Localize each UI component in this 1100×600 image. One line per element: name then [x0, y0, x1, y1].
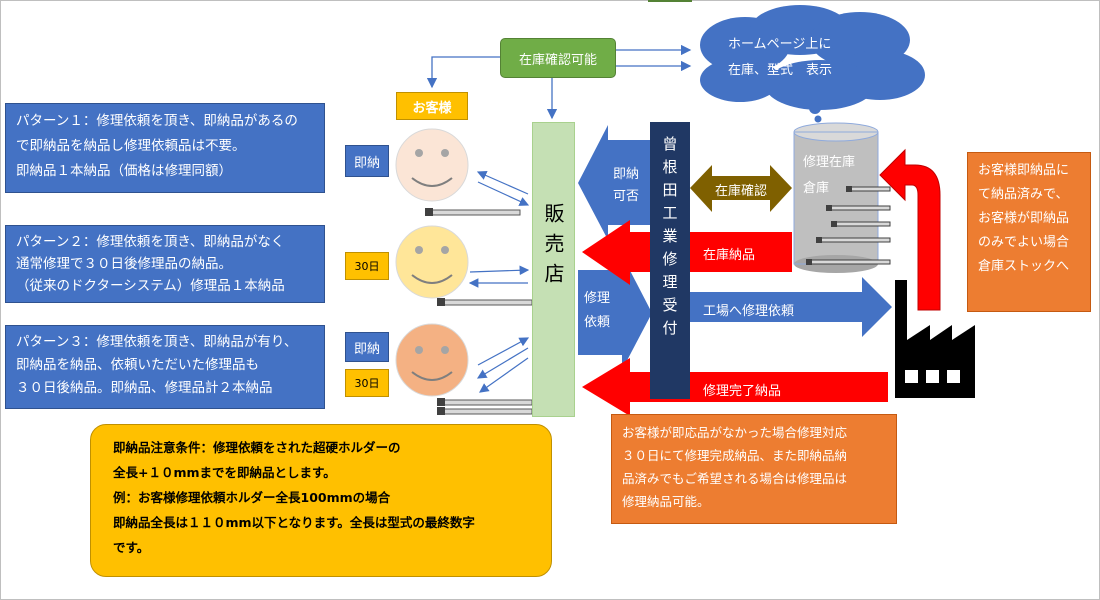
pattern-1-box: パターン１：修理依頼を頂き、即納品があるの で即納品を納品し修理依頼品は不要。 … — [5, 103, 325, 193]
warehouse-label: 修理在庫 倉庫 — [803, 150, 855, 202]
bottom-note-line-1: お客様が即応品がなかった場合修理対応 — [622, 425, 848, 440]
instant-badge-3: 即納 — [345, 332, 389, 362]
factory-reception-label: 曾根田工業修理受付 — [660, 136, 679, 343]
customer-face-3 — [395, 323, 469, 397]
customer-label-text: お客様 — [412, 100, 452, 116]
right-note-line-4: のみでよい場合 — [978, 235, 1070, 250]
top-accent — [648, 0, 692, 2]
face3-to-shop — [477, 337, 530, 366]
pattern-3-box: パターン３：修理依頼を頂き、即納品が有り、 即納品を納品、依頼いただいた修理品も… — [5, 325, 325, 409]
stock-confirm-arrow — [690, 165, 792, 212]
right-note-line-2: て納品済みで、 — [978, 187, 1069, 202]
right-note-line-3: お客様が即納品 — [978, 211, 1070, 226]
instant-ok-line-1: 即納 — [612, 167, 639, 182]
shop-to-face3-b — [479, 357, 529, 393]
instant-ok-label: 即納 可否 — [604, 164, 648, 208]
days30-badge-2-text: 30日 — [354, 260, 380, 273]
cloud-text-line-2: 在庫、型式 表示 — [728, 63, 833, 78]
factory-icon — [895, 280, 975, 398]
pattern-3-line-3: ３０日後納品。即納品、修理品計２本納品 — [16, 380, 273, 396]
instant-badge-1-text: 即納 — [353, 155, 380, 171]
stock-delivery-text: 在庫納品 — [703, 248, 756, 263]
stock-check-box: 在庫確認可能 — [500, 38, 616, 78]
note-line-2: 全長+１０mmまでを即納品とします。 — [113, 465, 336, 480]
note-line-4: 即納品全長は１１０mm以下となります。全長は型式の最終数字 — [113, 515, 475, 530]
cloud-shape — [700, 5, 925, 123]
customer-label: お客様 — [396, 92, 468, 120]
instant-check-arrow — [578, 125, 654, 240]
bottom-note-line-4: 修理納品可能。 — [622, 494, 710, 509]
factory-request-text: 工場へ修理依頼 — [703, 304, 795, 319]
repair-request-line-1: 修理 — [584, 291, 611, 306]
shop-column: 販売店 — [532, 122, 575, 417]
stock-delivery-label: 在庫納品 — [703, 244, 755, 263]
pattern-2-box: パターン２：修理依頼を頂き、即納品がなく 通常修理で３０日後修理品の納品。 （従… — [5, 225, 325, 303]
tool-holder-3a — [437, 398, 533, 406]
tool-holder-1 — [425, 208, 521, 216]
note-line-3: 例：お客様修理依頼ホルダー全長100mmの場合 — [113, 490, 391, 505]
instant-ok-line-2: 可否 — [612, 189, 639, 204]
face2-to-shop — [469, 265, 530, 276]
pattern-1-line-2: で即納品を納品し修理依頼品は不要。 — [16, 138, 246, 154]
cloud-text: ホームページ上に 在庫、型式 表示 — [728, 32, 878, 84]
warehouse-tools — [806, 186, 891, 265]
return-to-warehouse-arrow — [879, 148, 941, 311]
repair-request-line-2: 依頼 — [584, 315, 611, 330]
shop-to-face1 — [476, 170, 529, 195]
bottom-note-line-3: 品済みでもご希望される場合は修理品は — [622, 471, 848, 486]
warehouse-line-1: 修理在庫 — [803, 155, 856, 170]
note-line-5: です。 — [113, 540, 150, 555]
factory-request-label: 工場へ修理依頼 — [703, 300, 794, 319]
bottom-note-box: お客様が即応品がなかった場合修理対応 ３０日にて修理完成納品、また即納品納 品済… — [611, 414, 897, 524]
warehouse-line-2: 倉庫 — [803, 181, 830, 196]
shop-to-face3-a — [476, 347, 529, 379]
pattern-1-line-3: 即納品１本納品（価格は修理同額） — [16, 163, 232, 179]
tool-holder-3b — [437, 407, 533, 415]
stock-confirm-text: 在庫確認 — [714, 184, 767, 199]
right-note-line-5: 倉庫ストックへ — [978, 259, 1070, 274]
repair-request-label: 修理 依頼 — [584, 287, 624, 335]
right-note-box: お客様即納品に て納品済みで、 お客様が即納品 のみでよい場合 倉庫ストックへ — [967, 152, 1091, 312]
factory-reception-column: 曾根田工業修理受付 — [650, 122, 690, 399]
right-note-line-1: お客様即納品に — [978, 163, 1070, 178]
pattern-3-line-1: パターン３：修理依頼を頂き、即納品が有り、 — [16, 334, 298, 350]
face1-to-shop — [477, 181, 530, 206]
instant-badge-1: 即納 — [345, 145, 389, 177]
stock-confirm-label: 在庫確認 — [711, 180, 771, 199]
shop-label: 販売店 — [541, 203, 565, 293]
days30-badge-3-text: 30日 — [354, 377, 380, 390]
note-line-1: 即納品注意条件：修理依頼をされた超硬ホルダーの — [113, 440, 401, 455]
repair-request-arrow — [578, 255, 652, 370]
pattern-2-line-1: パターン２：修理依頼を頂き、即納品がなく — [16, 234, 285, 250]
tool-holder-2 — [437, 298, 533, 306]
connector-to-customer — [426, 56, 500, 89]
repair-complete-text: 修理完了納品 — [703, 384, 782, 399]
note-box: 即納品注意条件：修理依頼をされた超硬ホルダーの 全長+１０mmまでを即納品としま… — [90, 424, 552, 577]
customer-face-1 — [395, 128, 469, 202]
customer-face-2 — [395, 225, 469, 299]
cloud-text-line-1: ホームページ上に — [728, 37, 832, 52]
bottom-note-line-2: ３０日にて修理完成納品、また即納品納 — [622, 448, 848, 463]
pattern-2-line-2: 通常修理で３０日後修理品の納品。 — [16, 256, 232, 272]
pattern-3-line-2: 即納品を納品、依頼いただいた修理品も — [16, 357, 259, 373]
stock-check-label: 在庫確認可能 — [518, 52, 597, 68]
instant-badge-3-text: 即納 — [353, 341, 380, 357]
repair-complete-label: 修理完了納品 — [703, 380, 781, 399]
factory-request-arrow — [690, 277, 892, 337]
pattern-2-line-3: （従来のドクターシステム）修理品１本納品 — [16, 278, 285, 294]
pattern-1-line-1: パターン１：修理依頼を頂き、即納品があるの — [16, 113, 298, 129]
days30-badge-3: 30日 — [345, 369, 389, 397]
days30-badge-2: 30日 — [345, 252, 389, 280]
